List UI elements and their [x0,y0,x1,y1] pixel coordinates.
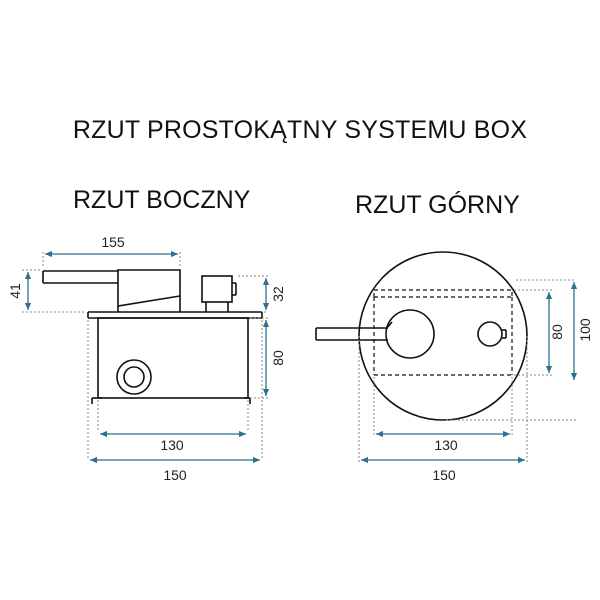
side-handle-body [117,269,181,307]
top-guides [358,279,576,462]
side-outlet-inner [123,366,145,388]
dim-80-side: 80 [270,350,286,366]
side-dim-lines [24,250,270,464]
dim-130-top: 130 [434,437,458,453]
dim-155: 155 [101,234,125,250]
top-view-label: RZUT GÓRNY [355,191,520,219]
side-outlet-outer [116,359,152,395]
dim-150-top: 150 [432,467,456,483]
top-view [315,251,528,421]
dim-100-top: 100 [577,318,593,342]
top-second-knob [477,321,503,347]
side-view [42,269,263,404]
top-dim-lines [361,282,578,464]
dim-130-side: 130 [160,437,184,453]
side-knob [201,275,233,303]
dim-150-side: 150 [163,467,187,483]
top-lever [315,327,388,341]
top-hidden-box [373,289,513,376]
side-guides [22,252,268,458]
side-view-label: RZUT BOCZNY [73,186,251,214]
dim-32: 32 [270,286,286,302]
dim-80-top: 80 [549,324,565,340]
drawing-title: RZUT PROSTOKĄTNY SYSTEMU BOX [72,116,528,144]
dim-41: 41 [7,283,23,299]
side-lever [42,270,118,284]
top-lever-knob [385,309,435,359]
